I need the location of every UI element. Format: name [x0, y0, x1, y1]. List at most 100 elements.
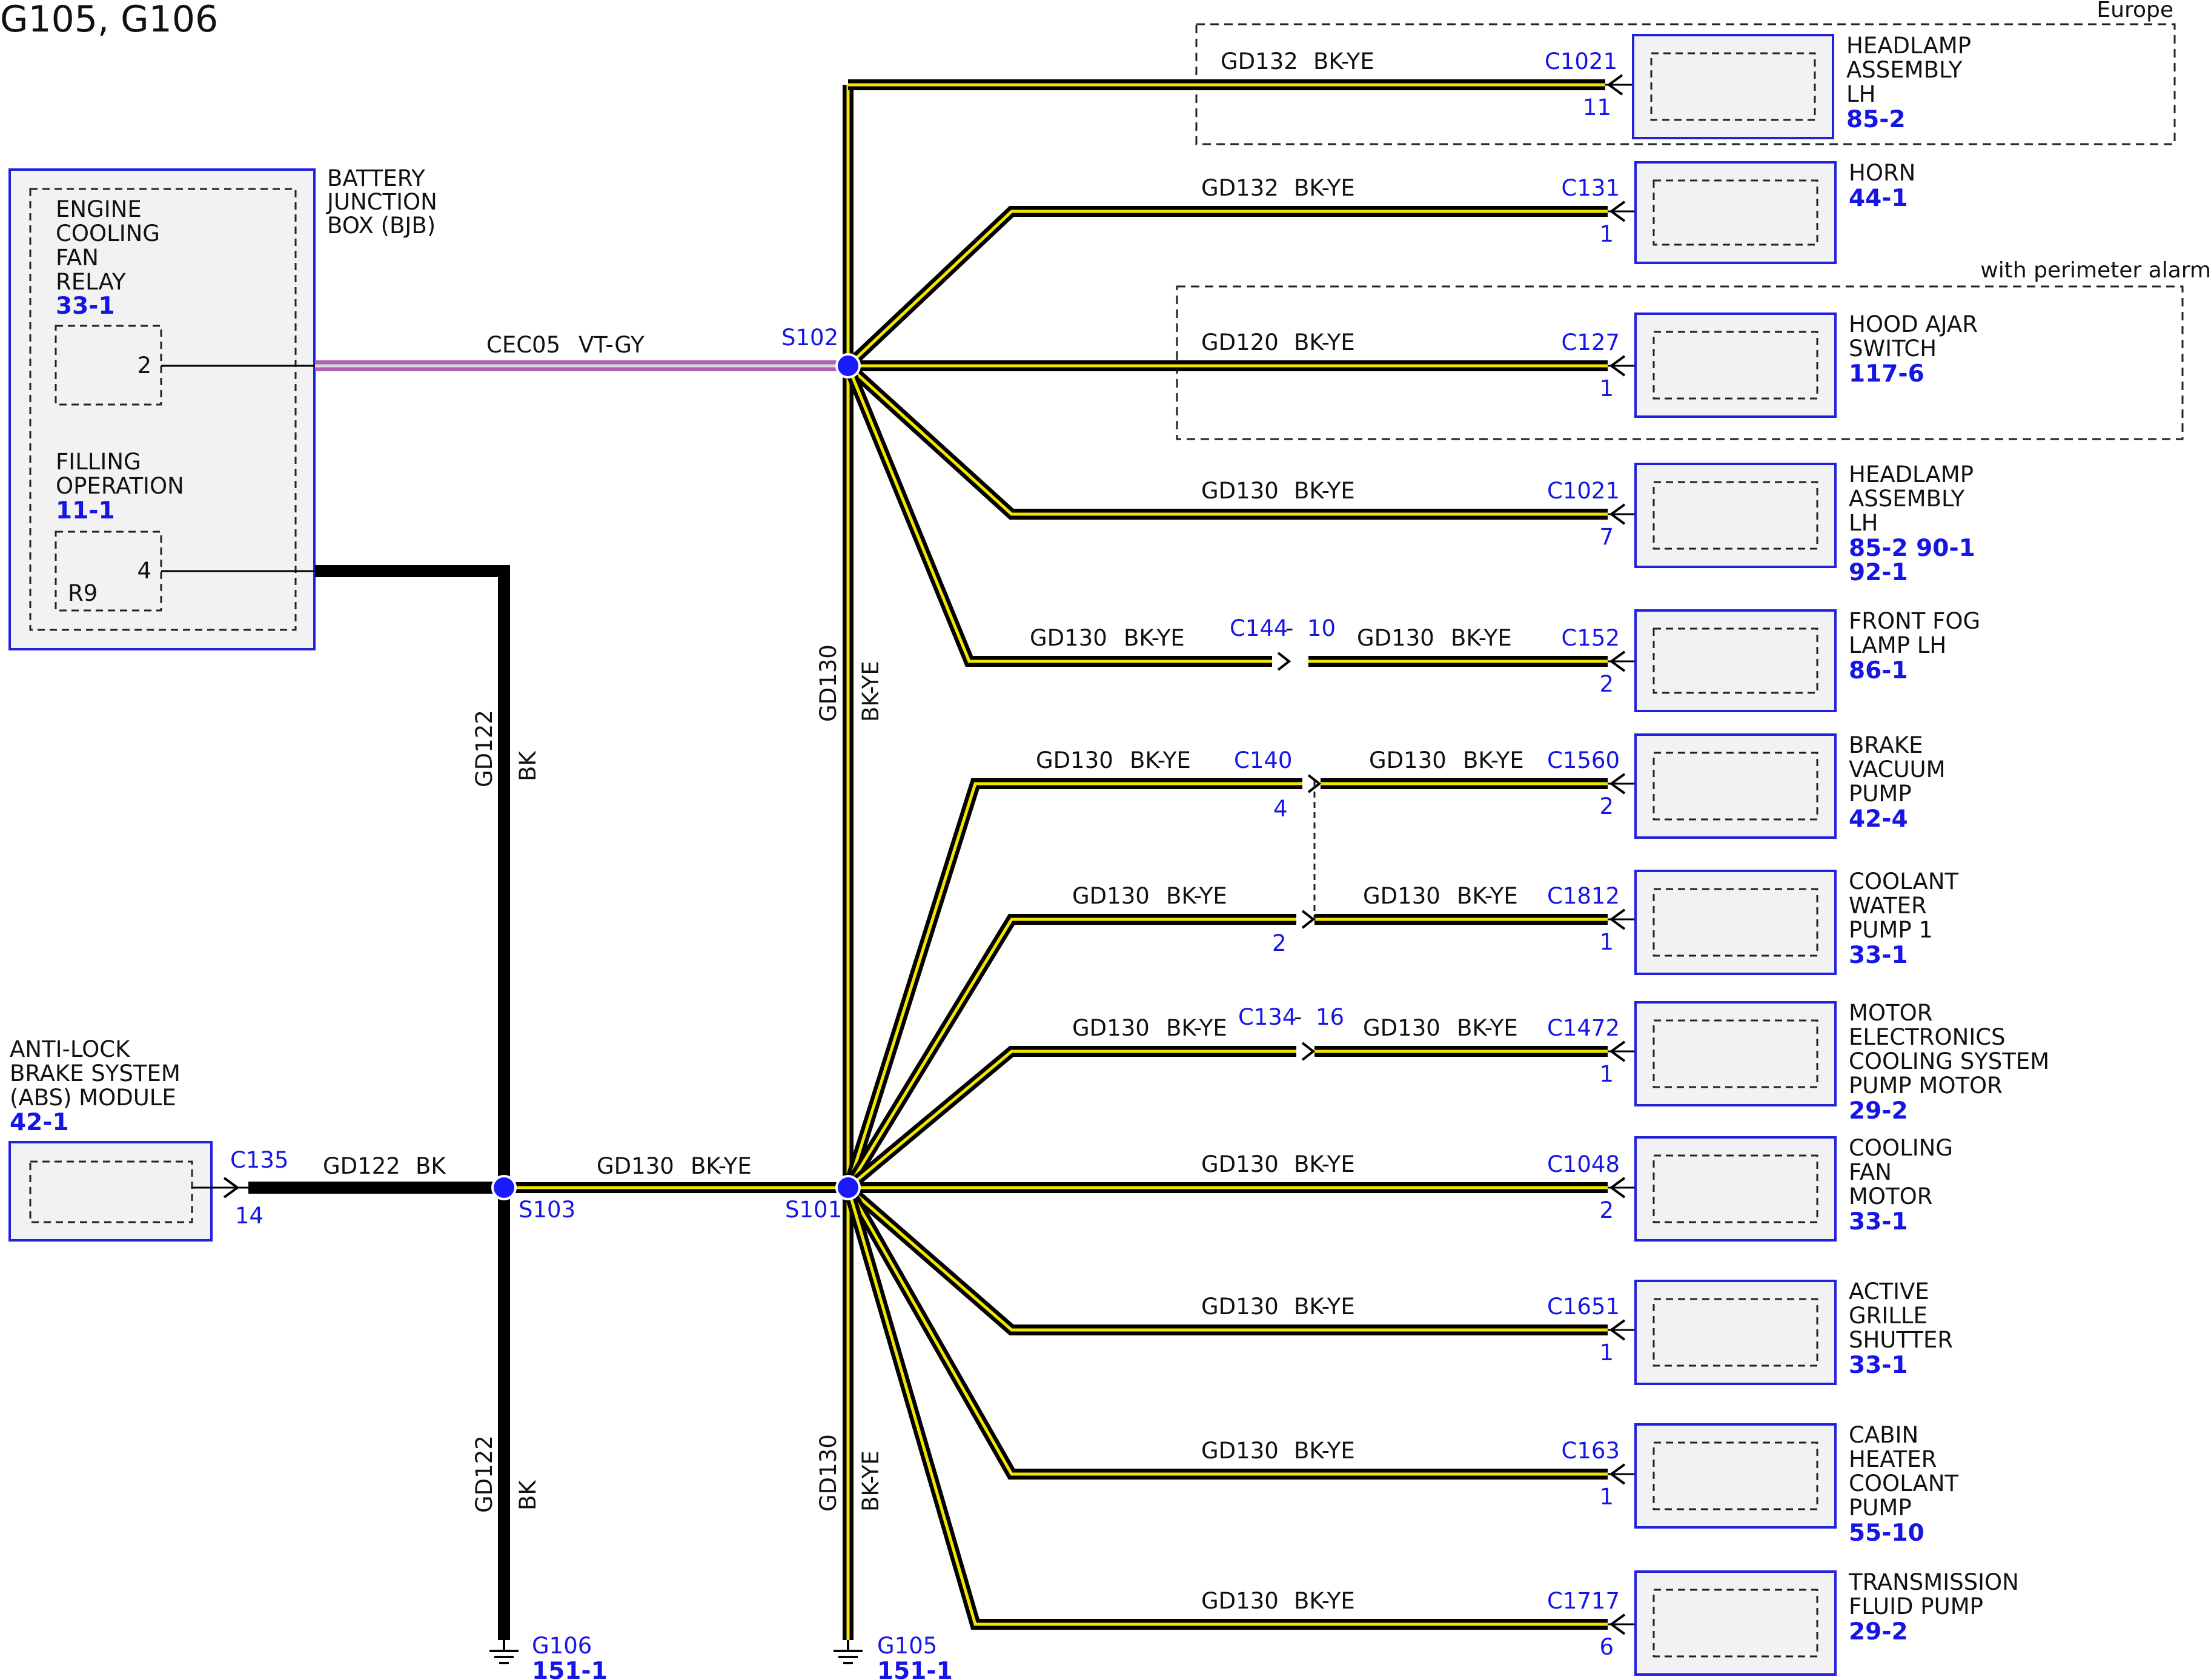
filling-page-ref[interactable]: 11-1 — [56, 497, 115, 524]
bjb-name-line-2: JUNCTION — [326, 189, 437, 215]
ground-g106[interactable]: G106 151-1 — [489, 1633, 608, 1680]
component-12-circuit: GD130 — [1201, 1588, 1279, 1614]
relay-page-ref[interactable]: 33-1 — [56, 293, 115, 320]
relay-name-line-1: ENGINE — [56, 196, 142, 222]
wire-gd122-abs-circuit: GD122 — [323, 1153, 400, 1179]
component-12-page-ref-1[interactable]: 29-2 — [1849, 1618, 1908, 1645]
wire-gd122-abs-color: BK — [416, 1153, 446, 1179]
trunk-low-color: BK-YE — [858, 1450, 884, 1512]
component-3-page-ref-1[interactable]: 117-6 — [1849, 360, 1924, 388]
g106-ref[interactable]: 151-1 — [532, 1658, 608, 1680]
component-2-circuit: GD132 — [1201, 175, 1279, 201]
component-8-name-line-3: COOLING SYSTEM — [1849, 1048, 2049, 1074]
g105-ref[interactable]: 151-1 — [877, 1658, 953, 1680]
inline-c140b-pin: 2 — [1272, 930, 1287, 956]
component-9-page-ref-1[interactable]: 33-1 — [1849, 1208, 1908, 1235]
component-1-circuit: GD132 — [1221, 48, 1298, 74]
component-7-page-ref-1[interactable]: 33-1 — [1849, 942, 1908, 969]
trunk-mid-color: BK-YE — [858, 661, 884, 722]
ground-g105[interactable]: G105 151-1 — [834, 1633, 953, 1680]
component-1-page-ref-1[interactable]: 85-2 — [1846, 106, 1906, 133]
component-10-pin: 1 — [1599, 1340, 1614, 1366]
component-10-connector: C1651 — [1547, 1294, 1620, 1320]
component-4-page-ref-2[interactable]: 92-1 — [1849, 559, 1908, 586]
filling-box — [55, 531, 162, 612]
component-8-page-ref-1[interactable]: 29-2 — [1849, 1097, 1908, 1125]
component-1-name-line-1: HEADLAMP — [1846, 33, 1971, 59]
component-5-left-circuit: GD130 — [1030, 625, 1107, 651]
splice-s102-label: S102 — [781, 325, 838, 351]
perimeter-alarm-option-label: with perimeter alarm — [1980, 258, 2211, 283]
splice-s103[interactable] — [491, 1175, 517, 1200]
component-5-page-ref-1[interactable]: 86-1 — [1849, 657, 1908, 684]
component-2-page-ref-1[interactable]: 44-1 — [1849, 185, 1908, 212]
component-9-outline — [1634, 1136, 1837, 1242]
component-3-pin: 1 — [1599, 375, 1614, 402]
component-7-left-color: BK-YE — [1166, 883, 1227, 909]
component-9-inner-outline — [1652, 1154, 1818, 1223]
component-7-circuit: GD130 — [1363, 883, 1440, 909]
splice-s102[interactable] — [835, 353, 861, 379]
abs-page-ref[interactable]: 42-1 — [10, 1109, 69, 1136]
component-4-inner-outline — [1652, 481, 1818, 550]
abs-pin: 14 — [235, 1203, 264, 1229]
component-12-name-line-2: FLUID PUMP — [1849, 1593, 1983, 1619]
component-5-inner-outline — [1652, 627, 1818, 694]
perimeter-alarm-option-box — [1176, 285, 2184, 440]
component-9-color: BK-YE — [1294, 1151, 1355, 1177]
splice-s101[interactable] — [835, 1175, 861, 1200]
component-8-connector: C1472 — [1547, 1015, 1620, 1041]
component-4-name-line-2: ASSEMBLY — [1849, 486, 1965, 512]
component-10-outline — [1634, 1280, 1837, 1385]
wire-gd122-upper-color: BK — [515, 750, 541, 781]
component-5-pin-arrow — [1609, 650, 1626, 672]
component-9-connector: C1048 — [1547, 1151, 1620, 1177]
component-9-name-line-2: FAN — [1849, 1159, 1892, 1185]
wire-gd130-s103-color: BK-YE — [691, 1153, 752, 1179]
component-10-circuit: GD130 — [1201, 1294, 1279, 1320]
component-11-page-ref-1[interactable]: 55-10 — [1849, 1520, 1924, 1547]
component-2-pin-arrow — [1609, 200, 1626, 222]
abs-module[interactable]: ANTI-LOCK BRAKE SYSTEM (ABS) MODULE 42-1… — [8, 1036, 288, 1242]
component-5-connector: C152 — [1562, 625, 1620, 651]
abs-pin-arrow — [223, 1177, 240, 1199]
component-4-circuit: GD130 — [1201, 478, 1279, 504]
filling-name-line-2: OPERATION — [56, 473, 184, 499]
battery-junction-box[interactable]: BATTERY JUNCTION BOX (BJB) ENGINE COOLIN… — [8, 165, 437, 650]
abs-name-line-1: ANTI-LOCK — [10, 1036, 131, 1062]
component-11-name-line-3: COOLANT — [1849, 1470, 1959, 1496]
component-4-pin: 7 — [1599, 524, 1614, 550]
component-6-name-line-3: PUMP — [1849, 781, 1912, 807]
component-10-page-ref-1[interactable]: 33-1 — [1849, 1352, 1908, 1379]
component-12-outline — [1634, 1570, 1837, 1676]
component-8-inner-outline — [1652, 1019, 1818, 1088]
component-6-pin-arrow — [1609, 773, 1626, 795]
inline-c140-name: C140 — [1234, 747, 1292, 773]
wire-gd122-upper-circuit: GD122 — [471, 710, 497, 787]
bjb-inner-outline — [29, 188, 297, 631]
component-9-name-line-3: MOTOR — [1849, 1183, 1932, 1209]
relay-name-line-3: FAN — [56, 245, 99, 271]
component-8-left-color: BK-YE — [1166, 1015, 1227, 1041]
component-3-outline — [1634, 313, 1837, 418]
component-4-page-ref-1[interactable]: 85-2 90-1 — [1849, 535, 1975, 562]
component-6-page-ref-1[interactable]: 42-4 — [1849, 805, 1908, 833]
relay-box — [55, 325, 162, 406]
component-11-name-line-4: PUMP — [1849, 1495, 1912, 1521]
component-4-pin-arrow — [1609, 503, 1626, 525]
component-7-pin-arrow — [1609, 908, 1626, 930]
component-7-wire-left-inner — [846, 918, 1296, 1189]
